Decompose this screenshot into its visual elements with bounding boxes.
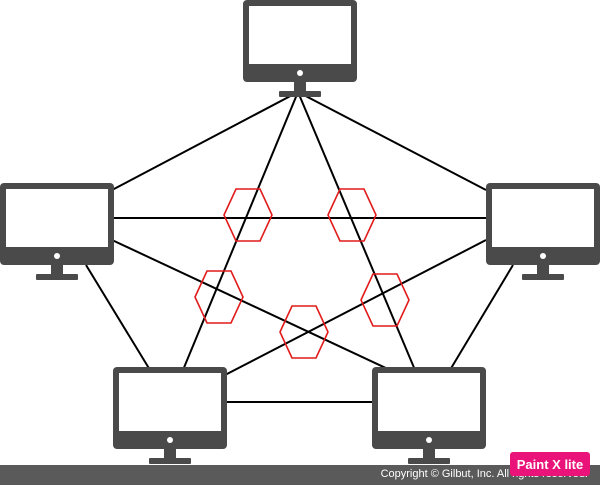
link-top-right (297, 91, 487, 191)
crossing-marker-1 (223, 188, 273, 242)
monitor-neck (164, 449, 176, 458)
monitor-base (408, 458, 450, 464)
computer-top-icon (243, 0, 357, 97)
crossing-marker-4 (360, 273, 410, 327)
crossing-marker-5 (279, 305, 329, 359)
computer-bottom-left-icon (113, 367, 227, 464)
link-right-bottom-left (224, 239, 487, 376)
crossing-marker-3 (194, 270, 244, 324)
monitor-neck (423, 449, 435, 458)
monitor-screen (119, 373, 221, 431)
monitor-base (279, 91, 321, 97)
link-left-bottom-left (85, 264, 151, 371)
crossing-marker-2 (327, 188, 377, 242)
monitor-base (522, 274, 564, 280)
computer-bottom-right-icon (372, 367, 486, 464)
monitor-neck (51, 265, 63, 274)
crossing-markers (194, 188, 410, 359)
links (85, 91, 514, 403)
monitor-screen (249, 6, 351, 64)
monitor-base (149, 458, 191, 464)
power-dot (167, 437, 173, 443)
monitor-neck (537, 265, 549, 274)
paint-x-lite-badge: Paint X lite (510, 452, 590, 476)
monitor-screen (6, 189, 108, 247)
power-dot (540, 253, 546, 259)
computers (0, 0, 600, 464)
link-top-bottom-right (297, 91, 416, 371)
monitor-base (36, 274, 78, 280)
link-top-left (111, 91, 299, 191)
link-top-bottom-left (182, 91, 299, 371)
monitor-neck (294, 82, 306, 91)
monitor-screen (378, 373, 480, 431)
power-dot (426, 437, 432, 443)
power-dot (297, 70, 303, 76)
computer-left-icon (0, 183, 114, 280)
power-dot (54, 253, 60, 259)
monitor-screen (492, 189, 594, 247)
link-right-bottom-right (449, 264, 514, 371)
computer-right-icon (486, 183, 600, 280)
link-left-bottom-right (111, 239, 391, 371)
